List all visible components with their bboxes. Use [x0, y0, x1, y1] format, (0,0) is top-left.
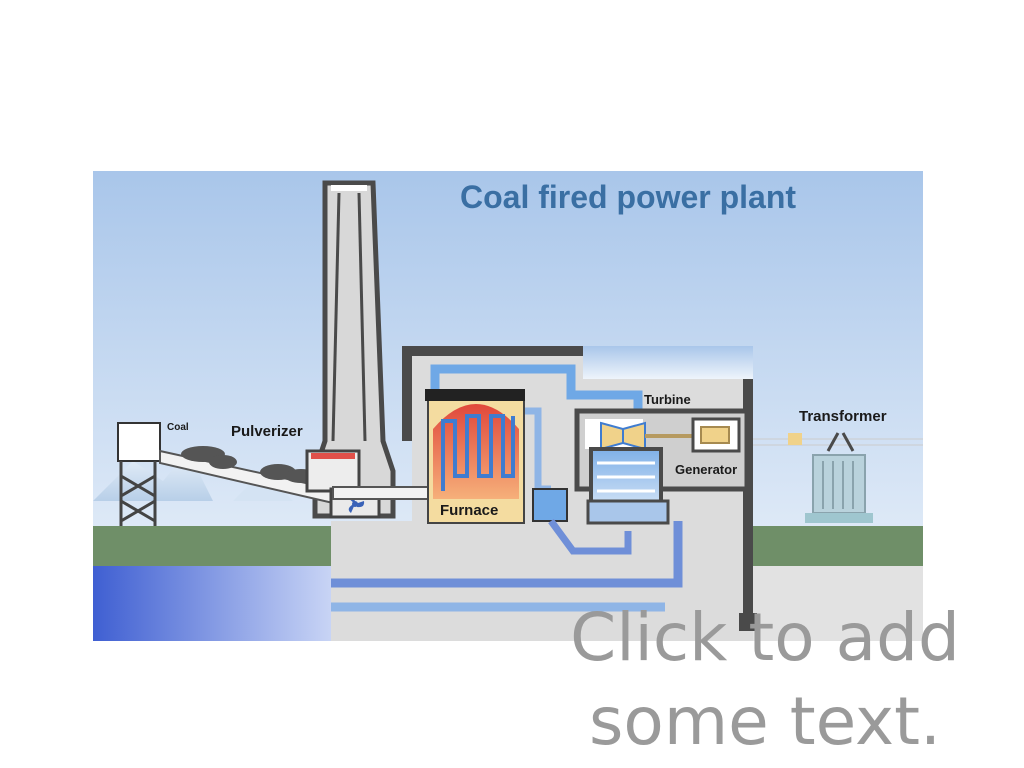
placeholder-line-1: Click to add	[570, 599, 960, 676]
transformer-label: Transformer	[799, 408, 887, 425]
coal-hopper	[117, 422, 161, 462]
furnace-flame	[433, 404, 519, 499]
turbine-label: Turbine	[644, 392, 691, 407]
diagram-title: Coal fired power plant	[460, 179, 796, 215]
building-sky-cut	[583, 346, 753, 379]
cooling-pipe-1	[548, 518, 632, 555]
pulverizer-top	[311, 453, 355, 459]
water	[93, 566, 331, 641]
generator-core	[700, 426, 730, 444]
pump	[532, 488, 568, 522]
furnace-hood	[425, 389, 525, 401]
coal-tower-legs	[119, 461, 157, 526]
ground-left	[93, 526, 331, 566]
coal-label: Coal	[167, 422, 189, 433]
text-placeholder[interactable]: Click to add some text.	[530, 596, 1000, 766]
placeholder-line-2: some text.	[589, 683, 941, 760]
soil-right	[753, 566, 923, 641]
boiler-tubes	[441, 414, 515, 491]
steam-pipe-main	[430, 364, 643, 421]
cooling-intake	[331, 521, 683, 588]
fuel-pipe	[332, 486, 434, 500]
transformer-icon	[753, 432, 923, 523]
furnace-label: Furnace	[440, 502, 498, 519]
chimney-cap	[331, 185, 367, 191]
power-plant-diagram: Furnace Turbine Generator	[93, 171, 923, 641]
condenser-lower	[586, 499, 670, 525]
generator-label: Generator	[675, 462, 737, 477]
outlet-box	[739, 613, 757, 631]
pulverizer-label: Pulverizer	[231, 423, 303, 440]
ground-right	[753, 526, 923, 566]
chimney-inner-2	[357, 192, 367, 442]
chimney-inner	[331, 192, 341, 442]
